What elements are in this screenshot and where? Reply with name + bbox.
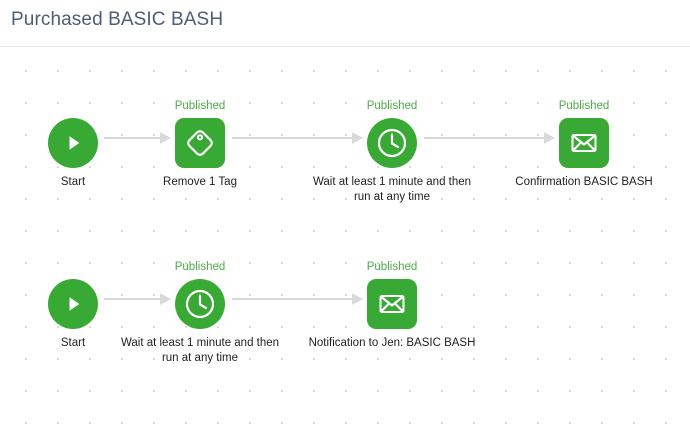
status-badge: Published xyxy=(366,261,418,273)
connector-arrow xyxy=(424,132,555,144)
arrowhead-icon xyxy=(160,293,171,305)
node-label: Remove 1 Tag xyxy=(163,176,237,188)
workflow-node-start-2[interactable]: Start xyxy=(48,279,98,349)
status-badge: Published xyxy=(174,100,226,112)
page-header: Purchased BASIC BASH xyxy=(0,0,690,47)
connector-line xyxy=(424,137,554,139)
status-badge: Published xyxy=(366,100,418,112)
page-title: Purchased BASIC BASH xyxy=(11,9,224,30)
node-shape-remove-tag[interactable] xyxy=(175,118,225,168)
workflow-node-start-1[interactable]: Start xyxy=(48,118,98,188)
arrowhead-icon xyxy=(160,132,171,144)
node-label: Wait at least 1 minute and then run at a… xyxy=(120,337,280,364)
node-shape-start-1[interactable] xyxy=(48,118,98,168)
node-label: Start xyxy=(60,337,86,349)
connector-line xyxy=(232,298,362,300)
node-shape-notification-email[interactable] xyxy=(367,279,417,329)
play-icon xyxy=(60,291,86,317)
connector-line xyxy=(232,137,362,139)
connector-line xyxy=(104,298,170,300)
connector-arrow xyxy=(232,293,363,305)
tag-icon xyxy=(185,128,215,158)
arrowhead-icon xyxy=(544,132,555,144)
clock-icon xyxy=(376,127,408,159)
connector-line xyxy=(104,137,170,139)
envelope-icon xyxy=(377,289,407,319)
node-shape-wait-1[interactable] xyxy=(367,118,417,168)
status-badge: Published xyxy=(558,100,610,112)
connector-arrow xyxy=(104,293,171,305)
node-shape-wait-2[interactable] xyxy=(175,279,225,329)
node-label: Confirmation BASIC BASH xyxy=(515,176,653,188)
status-badge: Published xyxy=(174,261,226,273)
connector-arrow xyxy=(104,132,171,144)
envelope-icon xyxy=(569,128,599,158)
clock-icon xyxy=(184,288,216,320)
arrowhead-icon xyxy=(352,132,363,144)
play-icon xyxy=(60,130,86,156)
node-label: Start xyxy=(60,176,86,188)
connector-arrow xyxy=(232,132,363,144)
arrowhead-icon xyxy=(352,293,363,305)
node-label: Wait at least 1 minute and then run at a… xyxy=(312,176,472,203)
node-label: Notification to Jen: BASIC BASH xyxy=(308,337,476,349)
node-shape-confirmation-email[interactable] xyxy=(559,118,609,168)
node-shape-start-2[interactable] xyxy=(48,279,98,329)
